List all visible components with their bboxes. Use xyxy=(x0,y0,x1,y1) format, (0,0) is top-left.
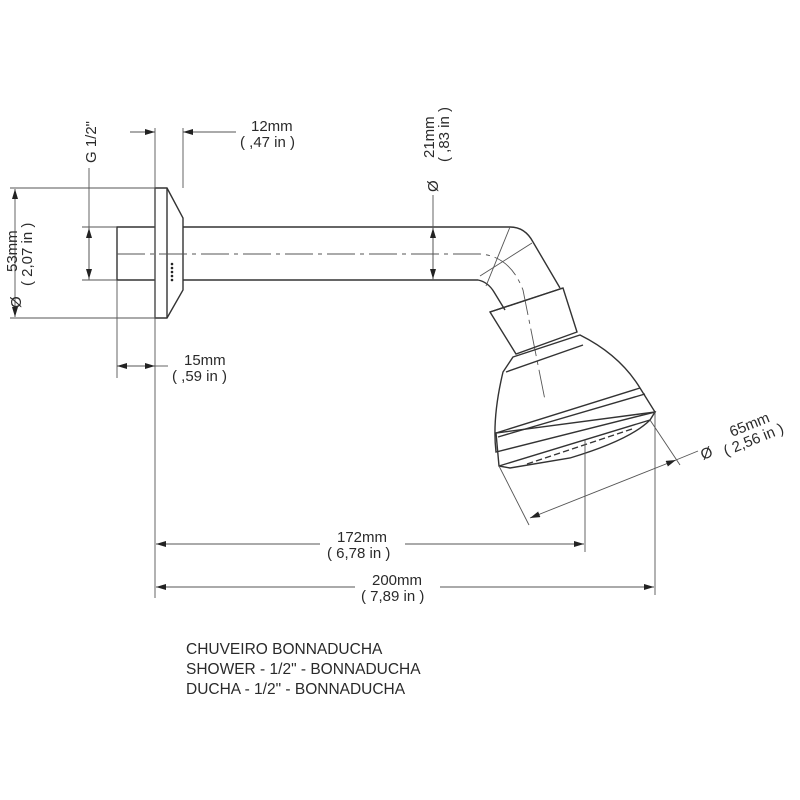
dim-15mm-in-label: ( ,59 in ) xyxy=(172,368,227,385)
dim-thread: G 1/2" xyxy=(83,121,100,280)
dim-pipe-diameter: Ø 21mm ( ,83 in ) xyxy=(421,107,453,280)
dim-172mm-in-label: ( 6,78 in ) xyxy=(327,545,390,562)
drawing-title-block: CHUVEIRO BONNADUCHA SHOWER - 1/2" - BONN… xyxy=(186,640,421,700)
thread-label: G 1/2" xyxy=(83,121,100,163)
dim-172mm-label: 172mm xyxy=(337,529,387,546)
title-line-es: DUCHA - 1/2" - BONNADUCHA xyxy=(186,681,406,698)
swivel-nut xyxy=(488,287,578,355)
dim-thread-length: 15mm ( ,59 in ) xyxy=(117,352,227,385)
dim-15mm-label: 15mm xyxy=(184,352,226,369)
dim-21mm-in-label: ( ,83 in ) xyxy=(436,107,453,162)
shower-head xyxy=(494,334,657,469)
nozzle-holes xyxy=(526,428,633,465)
flange-detail-dots xyxy=(170,262,174,282)
pipe-diameter-symbol: Ø xyxy=(425,180,442,192)
dim-overall: 200mm ( 7,89 in ) xyxy=(156,572,654,605)
dim-12mm-in-label: ( ,47 in ) xyxy=(240,134,295,151)
dim-21mm-label: 21mm xyxy=(421,116,438,158)
dim-flange-thickness: 12mm ( ,47 in ) xyxy=(130,118,295,151)
dim-flange-diameter: Ø 53mm ( 2,07 in ) xyxy=(4,189,36,317)
dim-53mm-in-label: ( 2,07 in ) xyxy=(19,223,36,286)
shower-arm xyxy=(117,226,561,401)
dim-reach: 172mm ( 6,78 in ) xyxy=(156,529,584,562)
title-line-pt: CHUVEIRO BONNADUCHA xyxy=(186,641,383,658)
dim-200mm-in-label: ( 7,89 in ) xyxy=(361,588,424,605)
dim-12mm-label: 12mm xyxy=(251,118,293,135)
wall-flange xyxy=(116,187,184,319)
dim-53mm-label: 53mm xyxy=(4,230,21,272)
dim-200mm-label: 200mm xyxy=(372,572,422,589)
flange-diameter-symbol: Ø xyxy=(8,296,25,308)
head-diameter-symbol: Ø xyxy=(698,443,715,463)
title-line-en: SHOWER - 1/2" - BONNADUCHA xyxy=(186,661,421,678)
